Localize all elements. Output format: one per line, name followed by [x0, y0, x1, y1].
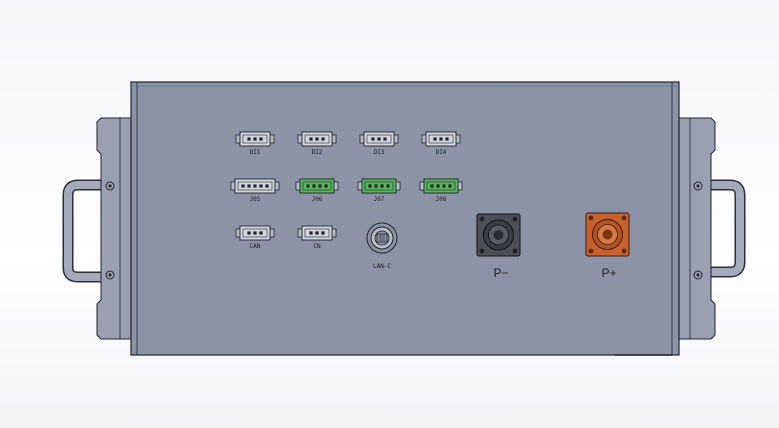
terminal-block-icon — [297, 131, 337, 147]
terminal-block-icon — [297, 225, 337, 241]
terminal-connector-label: J07 — [374, 196, 385, 203]
power-terminal-negative[interactable]: P− — [476, 213, 521, 280]
left-mounting-bracket — [96, 117, 132, 340]
right-mounting-bracket — [678, 117, 716, 340]
terminal-connector-label: DI3 — [374, 149, 385, 156]
terminal-connector-label: J08 — [436, 196, 447, 203]
terminal-block-icon — [421, 131, 461, 147]
terminal-connector-label: DI1 — [250, 149, 261, 156]
power-terminal-icon — [476, 213, 521, 257]
terminal-connector[interactable]: DI3 — [359, 131, 399, 156]
power-terminal-positive[interactable]: P+ — [585, 212, 630, 280]
terminal-connector[interactable]: DI1 — [235, 131, 275, 156]
terminal-connector[interactable]: CAN — [235, 225, 275, 250]
terminal-block-icon — [295, 178, 339, 194]
terminal-block-icon — [357, 178, 401, 194]
terminal-connector-label: J05 — [250, 196, 261, 203]
terminal-block-icon — [230, 178, 280, 194]
terminal-connector-label: DI2 — [312, 149, 323, 156]
terminal-connector[interactable]: J06 — [295, 178, 339, 203]
terminal-block-icon — [235, 131, 275, 147]
terminal-connector[interactable]: J08 — [419, 178, 463, 203]
terminal-connector[interactable]: J05 — [230, 178, 280, 203]
terminal-connector-label: CAN — [250, 243, 261, 250]
terminal-connector[interactable]: DI4 — [421, 131, 461, 156]
terminal-connector[interactable]: J07 — [357, 178, 401, 203]
terminal-connector[interactable]: CN — [297, 225, 337, 250]
terminal-block-icon — [419, 178, 463, 194]
left-handle[interactable] — [62, 179, 106, 283]
comm-port[interactable]: LAN-C — [366, 222, 398, 270]
power-negative-label: P− — [493, 266, 508, 280]
power-terminal-icon — [585, 212, 630, 257]
circular-connector-icon — [366, 222, 398, 254]
terminal-connector-label: DI4 — [436, 149, 447, 156]
terminal-connector-label: CN — [313, 243, 321, 250]
right-handle[interactable] — [674, 179, 746, 278]
comm-port-label: LAN-C — [373, 263, 391, 270]
power-positive-label: P+ — [601, 266, 616, 280]
terminal-connector-label: J06 — [312, 196, 323, 203]
terminal-block-icon — [235, 225, 275, 241]
terminal-connector[interactable]: DI2 — [297, 131, 337, 156]
terminal-block-icon — [359, 131, 399, 147]
